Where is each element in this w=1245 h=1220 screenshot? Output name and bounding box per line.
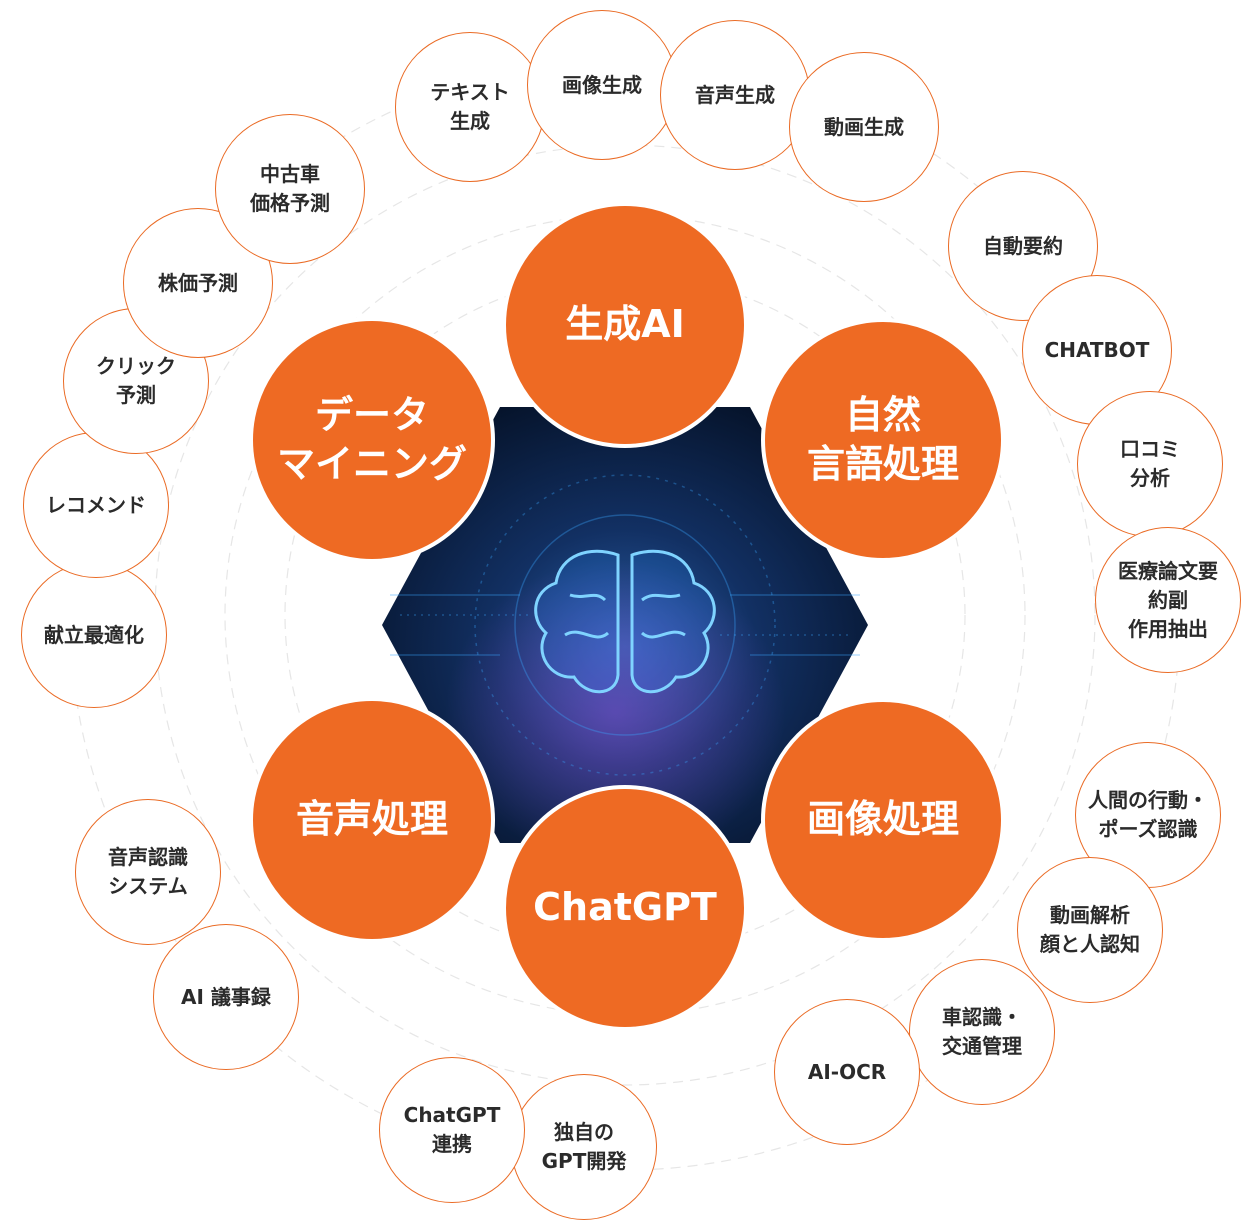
- use-case-image-gen: 画像生成: [527, 10, 677, 160]
- use-case-own-gpt: 独自の GPT開発: [511, 1074, 657, 1220]
- use-case-vehicle-traffic: 車認識・ 交通管理: [909, 959, 1055, 1105]
- use-case-review-analysis: 口コミ 分析: [1077, 391, 1223, 537]
- use-case-ai-ocr: AI-OCR: [774, 999, 920, 1145]
- brain-circuit-icon: [534, 549, 716, 694]
- center-brain-image: [382, 407, 868, 843]
- use-case-video-gen: 動画生成: [789, 52, 939, 202]
- use-case-speech-recognition: 音声認識 システム: [75, 799, 221, 945]
- use-case-voice-gen: 音声生成: [660, 20, 810, 170]
- category-nlp: 自然 言語処理: [761, 318, 1005, 562]
- use-case-video-face: 動画解析 顔と人認知: [1017, 857, 1163, 1003]
- use-case-used-car-price: 中古車 価格予測: [215, 114, 365, 264]
- category-chatgpt: ChatGPT: [502, 785, 748, 1031]
- use-case-recommend: レコメンド: [23, 432, 169, 578]
- use-case-medical-paper: 医療論文要 約副 作用抽出: [1095, 527, 1241, 673]
- use-case-menu-optimization: 献立最適化: [21, 562, 167, 708]
- category-generative-ai: 生成AI: [502, 202, 748, 448]
- category-data-mining: データ マイニング: [249, 317, 495, 563]
- category-image: 画像処理: [761, 698, 1005, 942]
- use-case-chatgpt-integration: ChatGPT 連携: [379, 1057, 525, 1203]
- category-speech: 音声処理: [249, 697, 495, 943]
- use-case-text-gen: テキスト 生成: [395, 32, 545, 182]
- use-case-ai-minutes: AI 議事録: [153, 924, 299, 1070]
